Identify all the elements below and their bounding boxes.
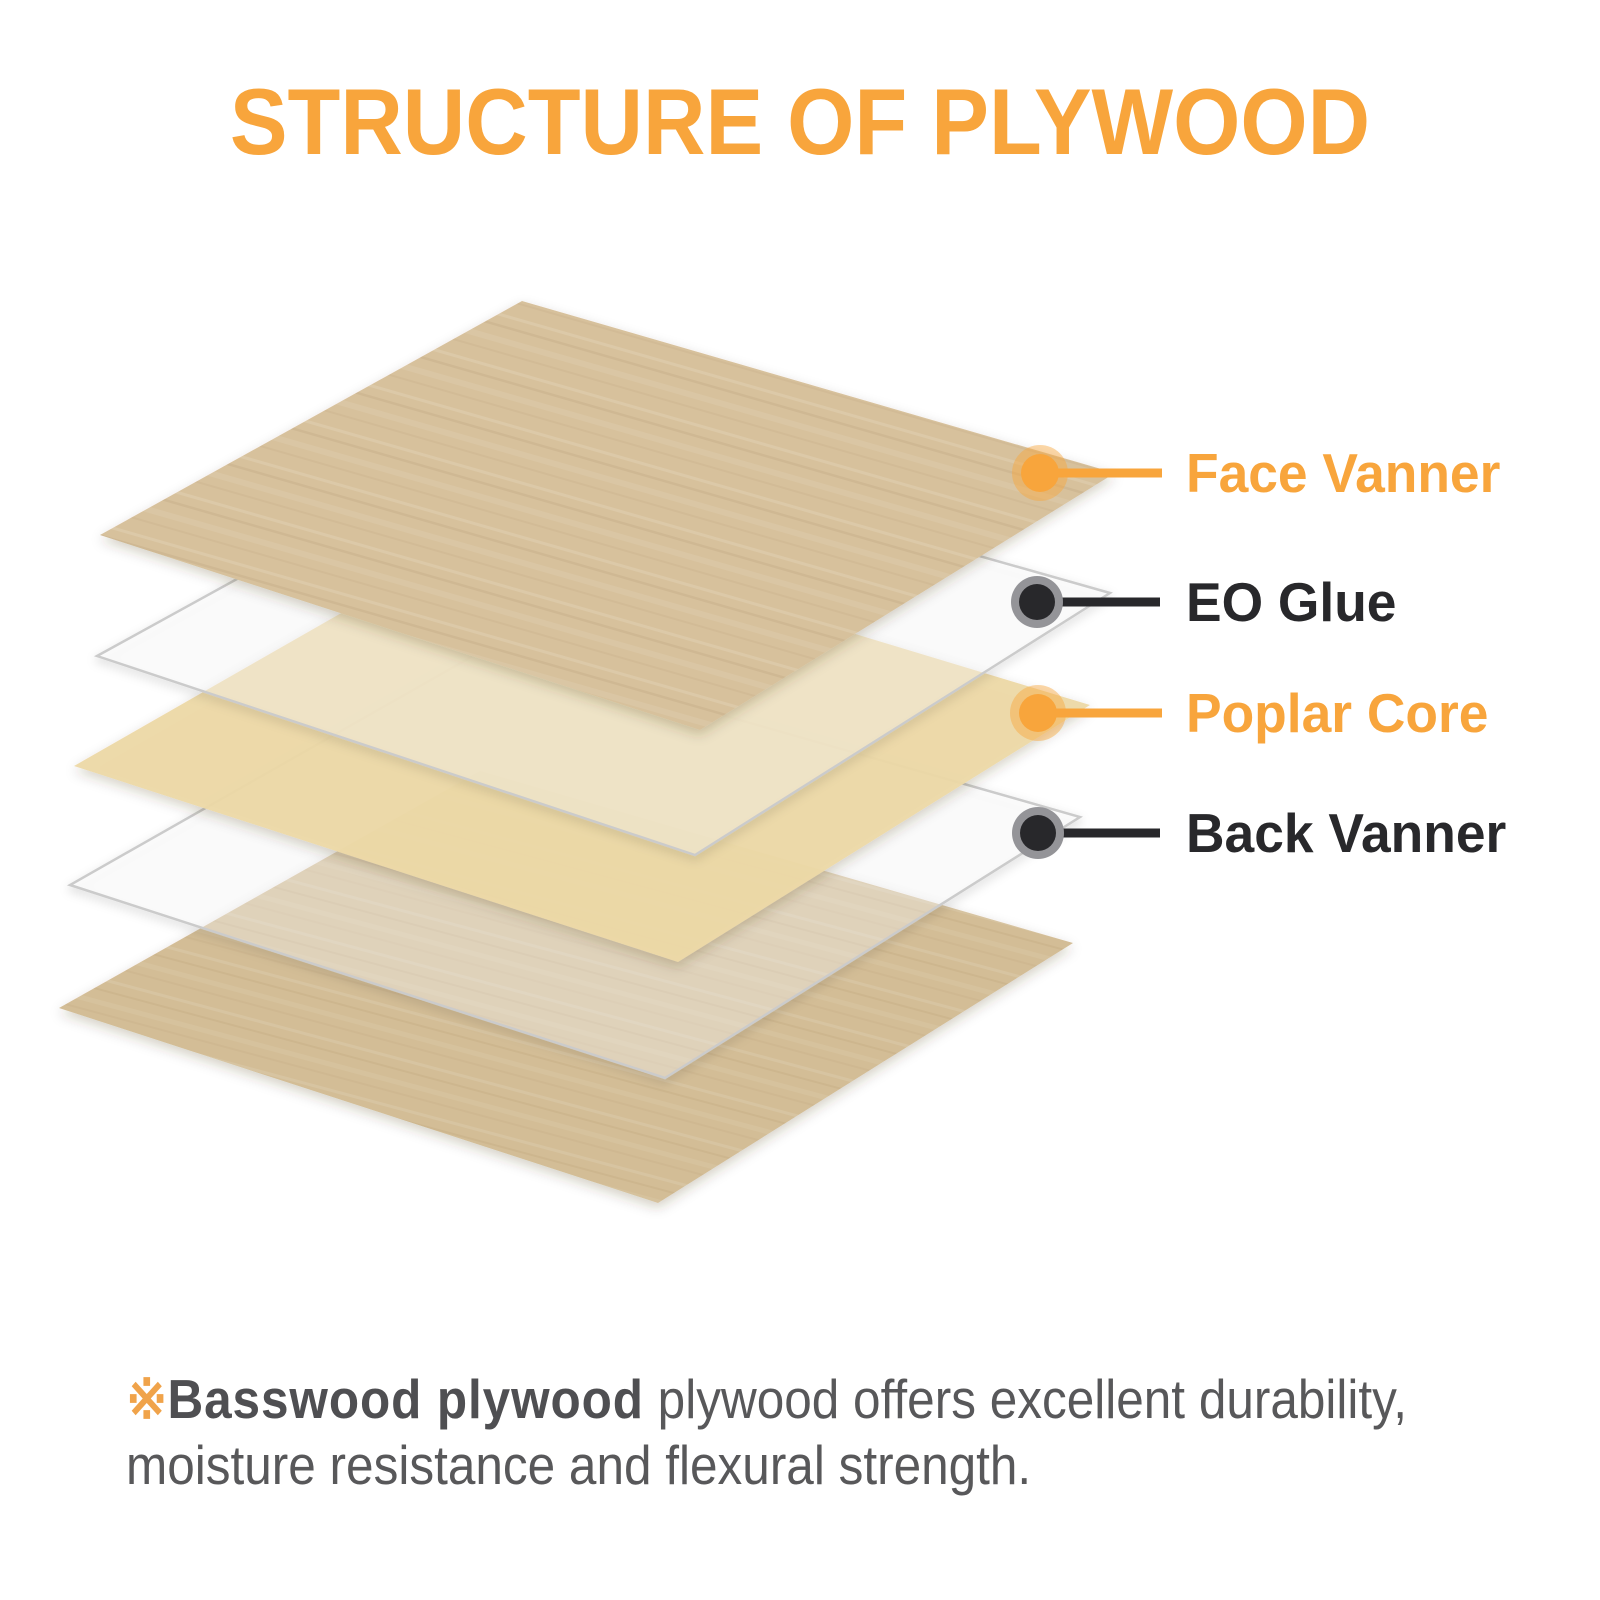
back-vanner-callout <box>1012 807 1160 859</box>
label-poplar-core: Poplar Core <box>1186 682 1489 744</box>
footnote-line1-rest: plywood offers excellent durability, <box>643 1368 1407 1430</box>
poplar-core-dot <box>1019 694 1057 732</box>
face-vanner-callout <box>1012 445 1162 501</box>
label-face-vanner: Face Vanner <box>1186 442 1501 504</box>
footnote-highlight: Basswood plywood <box>167 1368 644 1430</box>
poplar-core-callout <box>1010 685 1162 741</box>
footnote-line1: ※Basswood plywood plywood offers excelle… <box>126 1366 1530 1432</box>
footnote-line2: moisture resistance and flexural strengt… <box>126 1434 1032 1496</box>
back-vanner-dot <box>1020 815 1056 851</box>
eo-glue-callout <box>1011 576 1160 628</box>
footnote: ※Basswood plywood plywood offers excelle… <box>126 1366 1530 1498</box>
label-back-vanner: Back Vanner <box>1186 802 1507 864</box>
eo-glue-dot <box>1019 584 1055 620</box>
page-title: STRUCTURE OF PLYWOOD <box>229 69 1371 174</box>
face-vanner-dot <box>1021 454 1059 492</box>
reference-mark: ※ <box>126 1368 168 1430</box>
label-eo-glue: EO Glue <box>1186 571 1397 633</box>
face-vanner-layer <box>100 301 1115 730</box>
